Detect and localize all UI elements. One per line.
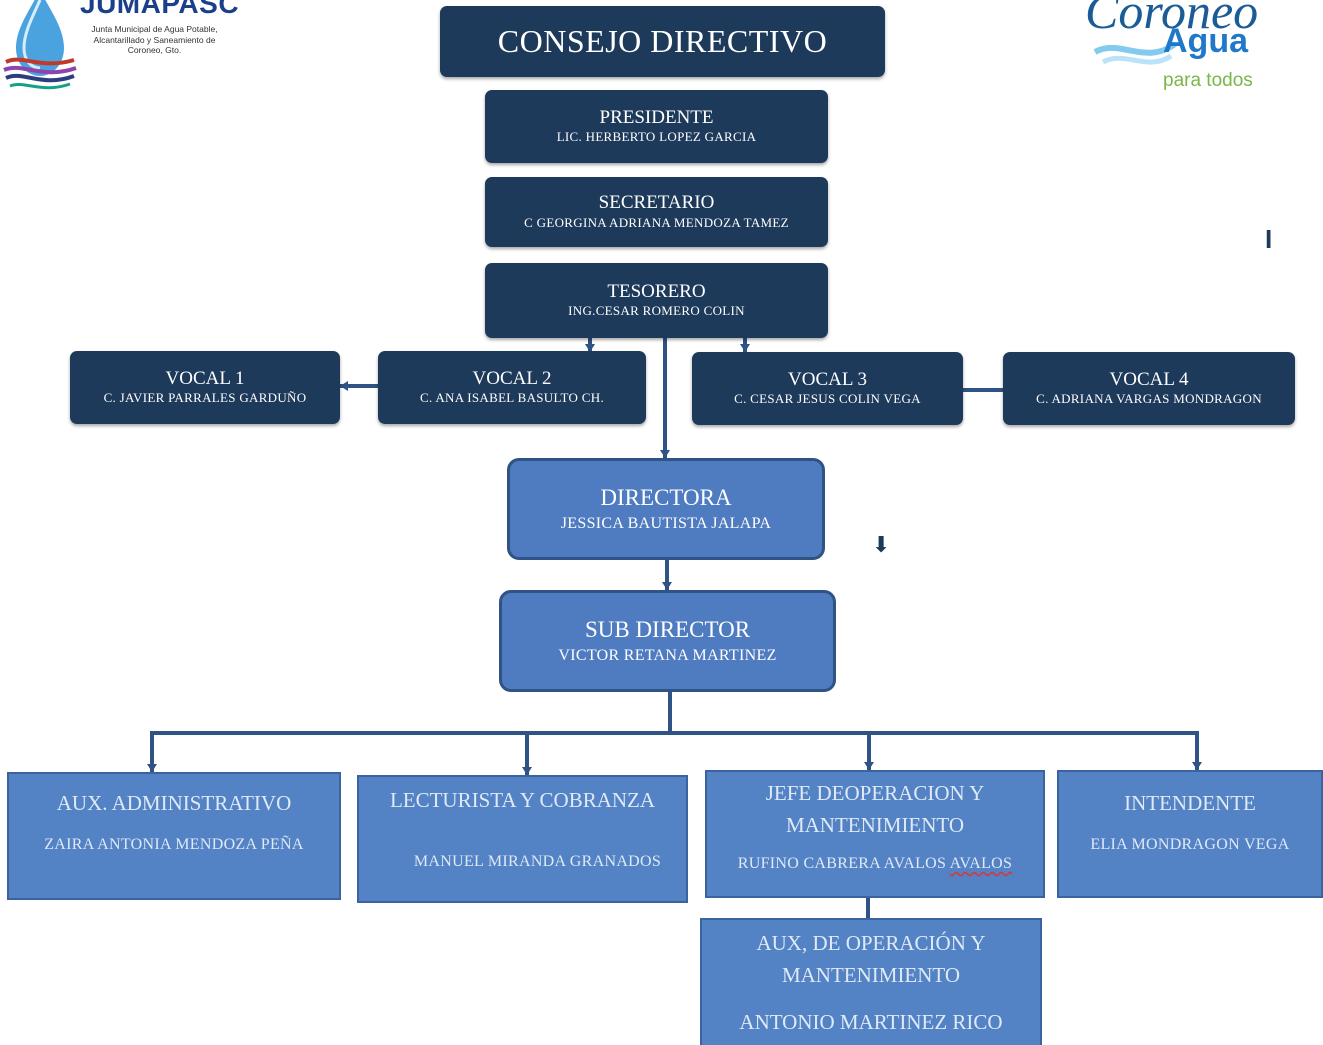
janitor-name: ELIA MONDRAGON VEGA: [1090, 835, 1290, 853]
vocal-2-name: C. ANA ISABEL BASULTO CH.: [420, 390, 604, 406]
arrowhead-vocal1: [340, 381, 348, 391]
board-title: CONSEJO DIRECTIVO: [497, 22, 828, 59]
janitor-box: INTENDENTE ELIA MONDRAGON VEGA: [1057, 770, 1323, 898]
aux-admin-role: AUX. ADMINISTRATIVO: [56, 791, 292, 815]
ops-aux-name: ANTONIO MARTINEZ RICO: [739, 1010, 1003, 1034]
director-role: DIRECTORA: [600, 484, 732, 510]
ops-chief-role-line2: MANTENIMIENTO: [785, 812, 965, 837]
subdirector-name: VICTOR RETANA MARTINEZ: [558, 646, 777, 664]
director-name: JESSICA BAUTISTA JALAPA: [560, 514, 772, 532]
vocal-1-role: VOCAL 1: [165, 367, 245, 389]
wave-logo-icon: [1093, 41, 1177, 65]
treasurer-box: TESORERO ING.CESAR ROMERO COLIN: [485, 263, 828, 338]
ops-chief-name-extra: AVALOS: [949, 855, 1013, 872]
vocal-1-box: VOCAL 1 C. JAVIER PARRALES GARDUÑO: [70, 351, 340, 424]
vocal-4-name: C. ADRIANA VARGAS MONDRAGON: [1036, 391, 1262, 407]
secretary-role: SECRETARIO: [598, 192, 715, 214]
vocal-3-role: VOCAL 3: [788, 368, 867, 390]
janitor-role: INTENDENTE: [1124, 791, 1256, 815]
down-arrow-icon: ⬇: [872, 532, 891, 557]
meter-reader-name: MANUEL MIRANDA GRANADOS: [413, 852, 662, 870]
jumapasc-logo: JUMAPASC Junta Municipal de Agua Potable…: [0, 0, 240, 100]
president-name: LIC. HERBERTO LOPEZ GARCIA: [556, 129, 757, 145]
meter-reader-role: LECTURISTA Y COBRANZA: [389, 788, 656, 812]
subdirector-role: SUB DIRECTOR: [584, 616, 751, 642]
ops-chief-name-row: RUFINO CABRERA AVALOS AVALOS: [738, 853, 1012, 875]
arrowhead-director: [660, 450, 670, 458]
treasurer-role: TESORERO: [607, 280, 706, 302]
stray-bar-mark: I: [1265, 224, 1273, 254]
ops-chief-role-line1: JEFE DEOPERACION Y: [765, 781, 985, 805]
treasurer-name: ING.CESAR ROMERO COLIN: [568, 303, 745, 319]
president-role: PRESIDENTE: [599, 106, 714, 128]
ops-chief-box: JEFE DEOPERACION Y MANTENIMIENTO RUFINO …: [705, 770, 1045, 898]
logo-subtitle: Junta Municipal de Agua Potable, Alcanta…: [91, 24, 218, 56]
aux-admin-name: ZAIRA ANTONIA MENDOZA PEÑA: [44, 835, 304, 853]
vocal-3-box: VOCAL 3 C. CESAR JESUS COLIN VEGA: [692, 352, 963, 425]
coroneo-agua-logo: Coroneo Agua para todos: [1075, 0, 1275, 100]
president-box: PRESIDENTE LIC. HERBERTO LOPEZ GARCIA: [485, 90, 828, 163]
logo-script-text: Coroneo: [1085, 0, 1259, 39]
ops-aux-role-line2: MANTENIMIENTO: [781, 962, 961, 987]
ops-chief-name: RUFINO CABRERA AVALOS: [737, 855, 947, 872]
vocal-4-role: VOCAL 4: [1109, 368, 1189, 390]
arrowhead-meter-reader: [522, 767, 532, 775]
vocal-3-name: C. CESAR JESUS COLIN VEGA: [734, 391, 921, 407]
ops-aux-box: AUX, DE OPERACIÓN Y MANTENIMIENTO ANTONI…: [700, 918, 1042, 1045]
meter-reader-box: LECTURISTA Y COBRANZA MANUEL MIRANDA GRA…: [357, 775, 688, 903]
vocal-2-box: VOCAL 2 C. ANA ISABEL BASULTO CH.: [378, 351, 646, 424]
arrowhead-vocal3: [740, 344, 750, 352]
arrowhead-subdirector: [662, 582, 672, 590]
director-box: DIRECTORA JESSICA BAUTISTA JALAPA: [507, 458, 825, 560]
arrowhead-ops-chief: [864, 762, 874, 770]
secretary-name: C GEORGINA ADRIANA MENDOZA TAMEZ: [524, 214, 789, 230]
vocal-4-box: VOCAL 4 C. ADRIANA VARGAS MONDRAGON: [1003, 352, 1295, 425]
water-drop-logo-icon: [3, 0, 77, 90]
subdirector-box: SUB DIRECTOR VICTOR RETANA MARTINEZ: [499, 590, 836, 692]
logo-agua-text: Agua: [1163, 22, 1248, 60]
logo-tagline: para todos: [1163, 70, 1253, 91]
ops-aux-role-line1: AUX, DE OPERACIÓN Y: [756, 931, 986, 955]
secretary-box: SECRETARIO C GEORGINA ADRIANA MENDOZA TA…: [485, 177, 828, 247]
vocal-1-name: C. JAVIER PARRALES GARDUÑO: [103, 390, 307, 406]
logo-brand: JUMAPASC: [80, 0, 240, 19]
aux-admin-box: AUX. ADMINISTRATIVO ZAIRA ANTONIA MENDOZ…: [7, 772, 341, 900]
vocal-2-role: VOCAL 2: [472, 367, 552, 389]
board-title-box: CONSEJO DIRECTIVO: [440, 6, 885, 77]
arrowhead-aux-admin: [147, 764, 157, 772]
arrowhead-janitor: [1192, 762, 1202, 770]
